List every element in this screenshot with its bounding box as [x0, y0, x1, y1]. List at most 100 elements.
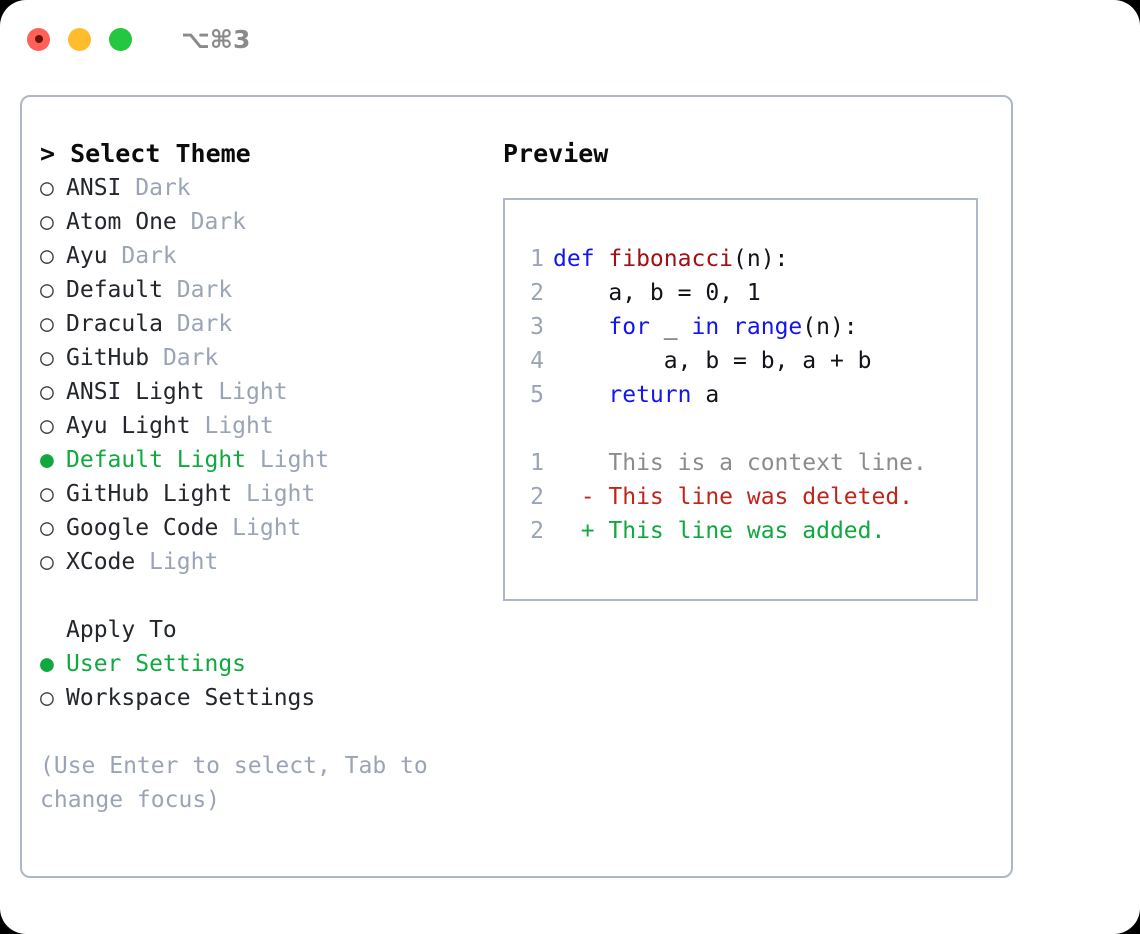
apply-to-option-list: ● User Settings ○ Workspace Settings: [40, 647, 490, 715]
code-line-text: for _ in range(n):: [553, 310, 858, 344]
code-token: a, b = 0, 1: [553, 280, 761, 306]
radio-unselected-icon: ○: [40, 515, 54, 541]
theme-option-label: Ayu Light: [66, 413, 205, 439]
theme-option-xcode[interactable]: ○XCode Light: [40, 545, 490, 579]
theme-option-label: ANSI: [66, 175, 136, 201]
code-token: a: [691, 382, 720, 408]
diff-line-number: 2: [530, 518, 544, 544]
theme-option-ansi-light[interactable]: ○ ANSI Light Light: [40, 375, 490, 409]
code-token: (n):: [733, 246, 789, 272]
section-spacer: [40, 579, 490, 613]
radio-unselected-icon: ○: [40, 413, 54, 439]
theme-option-ansi[interactable]: ○ ANSI Dark: [40, 171, 490, 205]
theme-option-dracula[interactable]: ○ Dracula Dark: [40, 307, 490, 341]
minimize-button[interactable]: [68, 27, 91, 51]
theme-option-label: GitHub: [66, 345, 163, 371]
keyboard-shortcut-label: ⌥⌘3: [181, 24, 251, 54]
keyboard-hint-text: (Use Enter to select, Tab to change focu…: [40, 753, 428, 813]
radio-selected-icon: ●: [40, 651, 54, 677]
code-line-text: def fibonacci(n):: [553, 242, 788, 276]
radio-unselected-icon: ○: [40, 175, 54, 201]
diff-line-number: 1: [530, 450, 544, 476]
code-line: 1 def fibonacci(n):: [519, 242, 976, 276]
theme-option-default[interactable]: ○Default Dark: [40, 273, 490, 307]
code-token: a, b = b, a + b: [553, 348, 872, 374]
theme-option-variant: Light: [259, 447, 330, 473]
theme-option-github-light[interactable]: ○GitHub Light Light: [40, 477, 490, 511]
apply-to-option-label: Workspace Settings: [66, 685, 316, 711]
theme-option-label: ANSI Light: [66, 379, 219, 405]
code-line-number: 4: [530, 348, 544, 374]
code-token: in range: [691, 314, 803, 340]
code-token: (n):: [802, 314, 858, 340]
theme-selector-panel: > Select Theme ○ANSI Dark○Atom One Dark○…: [20, 95, 1013, 878]
theme-option-variant: Dark: [162, 345, 219, 371]
theme-option-variant: Dark: [190, 209, 247, 235]
theme-option-label: XCode: [66, 549, 150, 575]
theme-option-github[interactable]: ○ GitHub Dark: [40, 341, 490, 375]
code-line: 3 for _ in range(n):: [519, 310, 976, 344]
code-line: 4 a, b = b, a + b: [519, 344, 976, 378]
theme-option-variant: Light: [218, 379, 288, 405]
radio-unselected-icon: ○: [40, 379, 54, 405]
radio-unselected-icon: ○: [40, 243, 54, 269]
apply-to-title: Apply To: [66, 617, 177, 643]
theme-list-header: > Select Theme: [40, 139, 251, 168]
title-bar: ⌥⌘3: [0, 0, 1140, 78]
diff-line-text: + This line was added.: [553, 518, 886, 544]
code-token: return: [608, 382, 692, 408]
theme-option-label: Default Light: [66, 447, 260, 473]
radio-unselected-icon: ○: [40, 685, 54, 711]
diff-line-text: - This line was deleted.: [553, 484, 914, 510]
code-line-number: 2: [530, 280, 544, 306]
apply-to-option-label: User Settings: [66, 651, 247, 677]
diff-line-number: 2: [530, 484, 544, 510]
radio-unselected-icon: ○: [40, 345, 54, 371]
radio-unselected-icon: ○: [40, 209, 54, 235]
theme-option-variant: Light: [149, 549, 219, 575]
code-line-text: a, b = b, a + b: [553, 344, 872, 378]
code-line-text: return a: [553, 378, 719, 412]
diff-line-ctx: 1 This is a context line.: [519, 446, 976, 480]
theme-option-label: GitHub Light: [66, 481, 247, 507]
theme-option-label: Default: [66, 277, 177, 303]
theme-option-ayu[interactable]: ○ Ayu Dark: [40, 239, 490, 273]
code-token: def: [553, 246, 609, 272]
theme-option-variant: Dark: [121, 243, 177, 269]
theme-option-default-light[interactable]: ●Default Light Light: [40, 443, 490, 477]
theme-option-variant: Dark: [135, 175, 191, 201]
apply-to-option-user-settings[interactable]: ● User Settings: [40, 647, 490, 681]
code-token: _: [649, 314, 692, 340]
radio-unselected-icon: ○: [40, 277, 54, 303]
theme-option-variant: Light: [204, 413, 274, 439]
theme-option-label: Dracula: [66, 311, 177, 337]
theme-option-list: ○ANSI Dark○Atom One Dark○Ayu Dark○Defaul…: [40, 171, 490, 579]
traffic-light-buttons: [27, 27, 132, 51]
close-button[interactable]: [27, 27, 50, 51]
code-line: 2 a, b = 0, 1: [519, 276, 976, 310]
code-line-number: 1: [530, 246, 544, 272]
diff-line-add: 2 + This line was added.: [519, 514, 976, 548]
theme-option-label: Ayu: [66, 243, 122, 269]
code-line-number: 5: [530, 382, 544, 408]
theme-option-google-code[interactable]: ○Google Code Light: [40, 511, 490, 545]
code-line-text: a, b = 0, 1: [553, 276, 761, 310]
code-line: 5 return a: [519, 378, 976, 412]
diff-line-del: 2 - This line was deleted.: [519, 480, 976, 514]
theme-option-variant: Dark: [176, 311, 233, 337]
apply-to-option-workspace-settings[interactable]: ○ Workspace Settings: [40, 681, 490, 715]
code-token: fibonacci: [608, 246, 734, 272]
diff-line-text: This is a context line.: [553, 450, 927, 476]
theme-option-atom-one[interactable]: ○Atom One Dark: [40, 205, 490, 239]
code-token: [553, 382, 608, 408]
theme-option-variant: Light: [246, 481, 316, 507]
theme-option-ayu-light[interactable]: ○ Ayu Light Light: [40, 409, 490, 443]
maximize-button[interactable]: [109, 27, 132, 51]
radio-unselected-icon: ○: [40, 311, 54, 337]
theme-option-label: Google Code: [66, 515, 233, 541]
code-token: [553, 314, 608, 340]
